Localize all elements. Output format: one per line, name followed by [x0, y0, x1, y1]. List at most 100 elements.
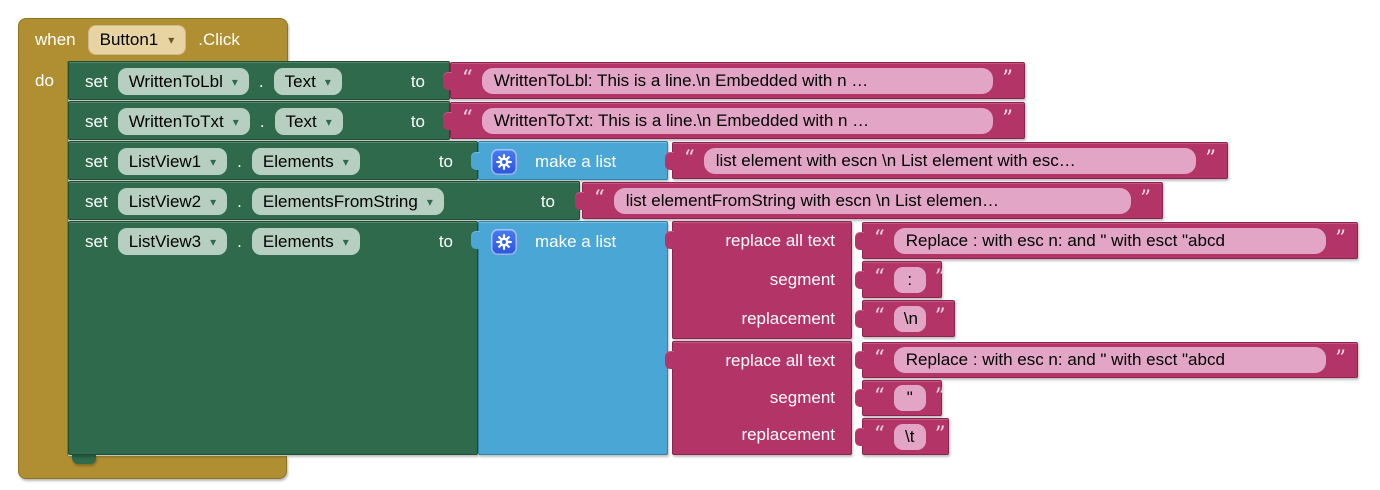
component-dropdown[interactable]: WrittenToTxt ▾: [117, 108, 250, 135]
text-field[interactable]: Replace : with esc n: and " with esct "a…: [893, 347, 1327, 373]
open-quote-icon: “: [874, 265, 885, 289]
when-label: when: [35, 30, 76, 49]
make-a-list-label: make a list: [535, 231, 617, 251]
open-quote-icon: “: [874, 345, 885, 370]
property-dropdown-value: Elements: [262, 151, 334, 171]
component-dropdown[interactable]: ListView2 ▾: [117, 188, 228, 215]
open-quote-icon: “: [462, 66, 473, 90]
text-string-block[interactable]: “ Replace : with esc n: and " with esct …: [855, 222, 1358, 259]
text-string-block[interactable]: “ list elementFromString with escn \n Li…: [575, 182, 1163, 219]
event-component-dropdown[interactable]: Button1 ▾: [87, 25, 187, 55]
component-dropdown[interactable]: WrittenToLbl ▾: [117, 68, 249, 95]
close-quote-icon: ”: [934, 422, 946, 446]
open-quote-icon: “: [874, 422, 885, 446]
component-dropdown[interactable]: ListView3 ▾: [117, 228, 228, 255]
set-label: set: [85, 71, 108, 91]
text-field[interactable]: WrittenToTxt: This is a line.\n Embedded…: [481, 107, 994, 134]
close-quote-icon: ”: [1205, 146, 1216, 170]
when-event-block[interactable]: when Button1 ▾ .Click: [18, 18, 288, 62]
set-listview1-elements-block[interactable]: set ListView1 ▾ . Elements ▾ to: [68, 141, 478, 180]
close-quote-icon: ”: [1002, 106, 1013, 130]
segment-label: segment: [769, 387, 835, 407]
replace-all-text-label: replace all text: [725, 231, 835, 251]
set-label: set: [85, 111, 108, 131]
text-field[interactable]: \n: [893, 305, 926, 332]
replace-all-text-block[interactable]: replace all text segment replacement: [665, 221, 852, 339]
replace-all-text-label: replace all text: [725, 350, 835, 370]
close-quote-icon: ”: [1140, 186, 1151, 210]
set-writtentolbl-text-block[interactable]: set WrittenToLbl ▾ . Text ▾ to: [68, 61, 450, 100]
dropdown-caret-icon: ▾: [210, 234, 217, 249]
text-field[interactable]: :: [893, 266, 926, 293]
replacement-label: replacement: [741, 425, 835, 445]
property-dropdown[interactable]: Elements ▾: [251, 148, 360, 175]
set-listview2-elementsfromstring-block[interactable]: set ListView2 ▾ . ElementsFromString ▾ t…: [68, 181, 580, 220]
property-dropdown-value: Text: [284, 71, 316, 91]
close-quote-icon: ”: [1335, 226, 1346, 250]
close-quote-icon: ”: [1002, 66, 1013, 90]
make-a-list-block[interactable]: make a list: [471, 221, 668, 455]
text-field[interactable]: list element with escn \n List element w…: [703, 147, 1197, 174]
statement-connector-notch: [72, 455, 96, 464]
close-quote-icon: ”: [934, 383, 946, 408]
text-string-block[interactable]: “ : ”: [855, 261, 946, 298]
dot-separator: .: [258, 71, 264, 91]
to-label: to: [410, 71, 425, 91]
property-dropdown[interactable]: Text ▾: [273, 68, 342, 95]
open-quote-icon: “: [874, 226, 885, 250]
dropdown-caret-icon: ▾: [426, 194, 433, 209]
property-dropdown[interactable]: Elements ▾: [251, 228, 360, 255]
gear-icon[interactable]: [491, 148, 517, 175]
dropdown-caret-icon: ▾: [324, 74, 331, 89]
replacement-label: replacement: [741, 308, 835, 328]
set-listview3-elements-block[interactable]: set ListView3 ▾ . Elements ▾ to: [68, 221, 478, 455]
do-label: do: [35, 71, 54, 90]
close-quote-icon: ”: [1335, 345, 1346, 370]
to-label: to: [438, 151, 453, 171]
component-dropdown-value: ListView3: [128, 231, 202, 251]
text-field[interactable]: list elementFromString with escn \n List…: [613, 187, 1132, 214]
dropdown-caret-icon: ▾: [232, 114, 239, 129]
text-field[interactable]: ": [893, 385, 926, 411]
dropdown-caret-icon: ▾: [342, 154, 349, 169]
dropdown-caret-icon: ▾: [231, 74, 238, 89]
text-field[interactable]: Replace : with esc n: and " with esct "a…: [893, 227, 1327, 254]
dot-separator: .: [237, 151, 242, 171]
replace-all-text-block[interactable]: replace all text segment replacement: [665, 341, 852, 455]
component-dropdown[interactable]: ListView1 ▾: [117, 148, 228, 175]
component-dropdown-value: ListView1: [128, 151, 202, 171]
text-string-block[interactable]: “ list element with escn \n List element…: [665, 142, 1228, 179]
open-quote-icon: “: [874, 304, 885, 328]
close-quote-icon: ”: [934, 304, 946, 328]
property-dropdown[interactable]: Text ▾: [274, 108, 343, 135]
event-component-value: Button1: [99, 30, 159, 49]
property-dropdown-value: Elements: [262, 231, 334, 251]
component-dropdown-value: ListView2: [128, 191, 202, 211]
close-quote-icon: ”: [934, 265, 946, 289]
dropdown-caret-icon: ▾: [325, 114, 332, 129]
text-field[interactable]: \t: [893, 423, 926, 450]
event-block-do-column[interactable]: do: [18, 61, 68, 456]
property-dropdown[interactable]: ElementsFromString ▾: [251, 188, 444, 215]
open-quote-icon: “: [594, 186, 605, 210]
dropdown-caret-icon: ▾: [210, 194, 217, 209]
text-string-block[interactable]: “ \t ”: [855, 418, 949, 455]
set-label: set: [85, 151, 108, 171]
text-string-block[interactable]: “ \n ”: [855, 300, 955, 337]
text-string-block[interactable]: “ WrittenToTxt: This is a line.\n Embedd…: [443, 102, 1025, 139]
text-string-block[interactable]: “ Replace : with esc n: and " with esct …: [855, 342, 1358, 378]
dot-separator: .: [259, 111, 265, 131]
dot-separator: .: [237, 231, 242, 251]
text-string-block[interactable]: “ WrittenToLbl: This is a line.\n Embedd…: [443, 62, 1025, 99]
event-block-bottom-bar[interactable]: [18, 456, 287, 479]
set-writtentotxt-text-block[interactable]: set WrittenToTxt ▾ . Text ▾ to: [68, 101, 450, 140]
dropdown-caret-icon: ▾: [210, 154, 217, 169]
open-quote-icon: “: [874, 383, 885, 408]
dot-separator: .: [237, 191, 242, 211]
text-string-block[interactable]: “ " ”: [855, 380, 946, 416]
make-a-list-block[interactable]: make a list: [471, 141, 668, 180]
dropdown-caret-icon: ▾: [168, 33, 175, 47]
gear-icon[interactable]: [491, 228, 517, 255]
text-field[interactable]: WrittenToLbl: This is a line.\n Embedded…: [481, 67, 994, 94]
segment-label: segment: [769, 270, 835, 289]
